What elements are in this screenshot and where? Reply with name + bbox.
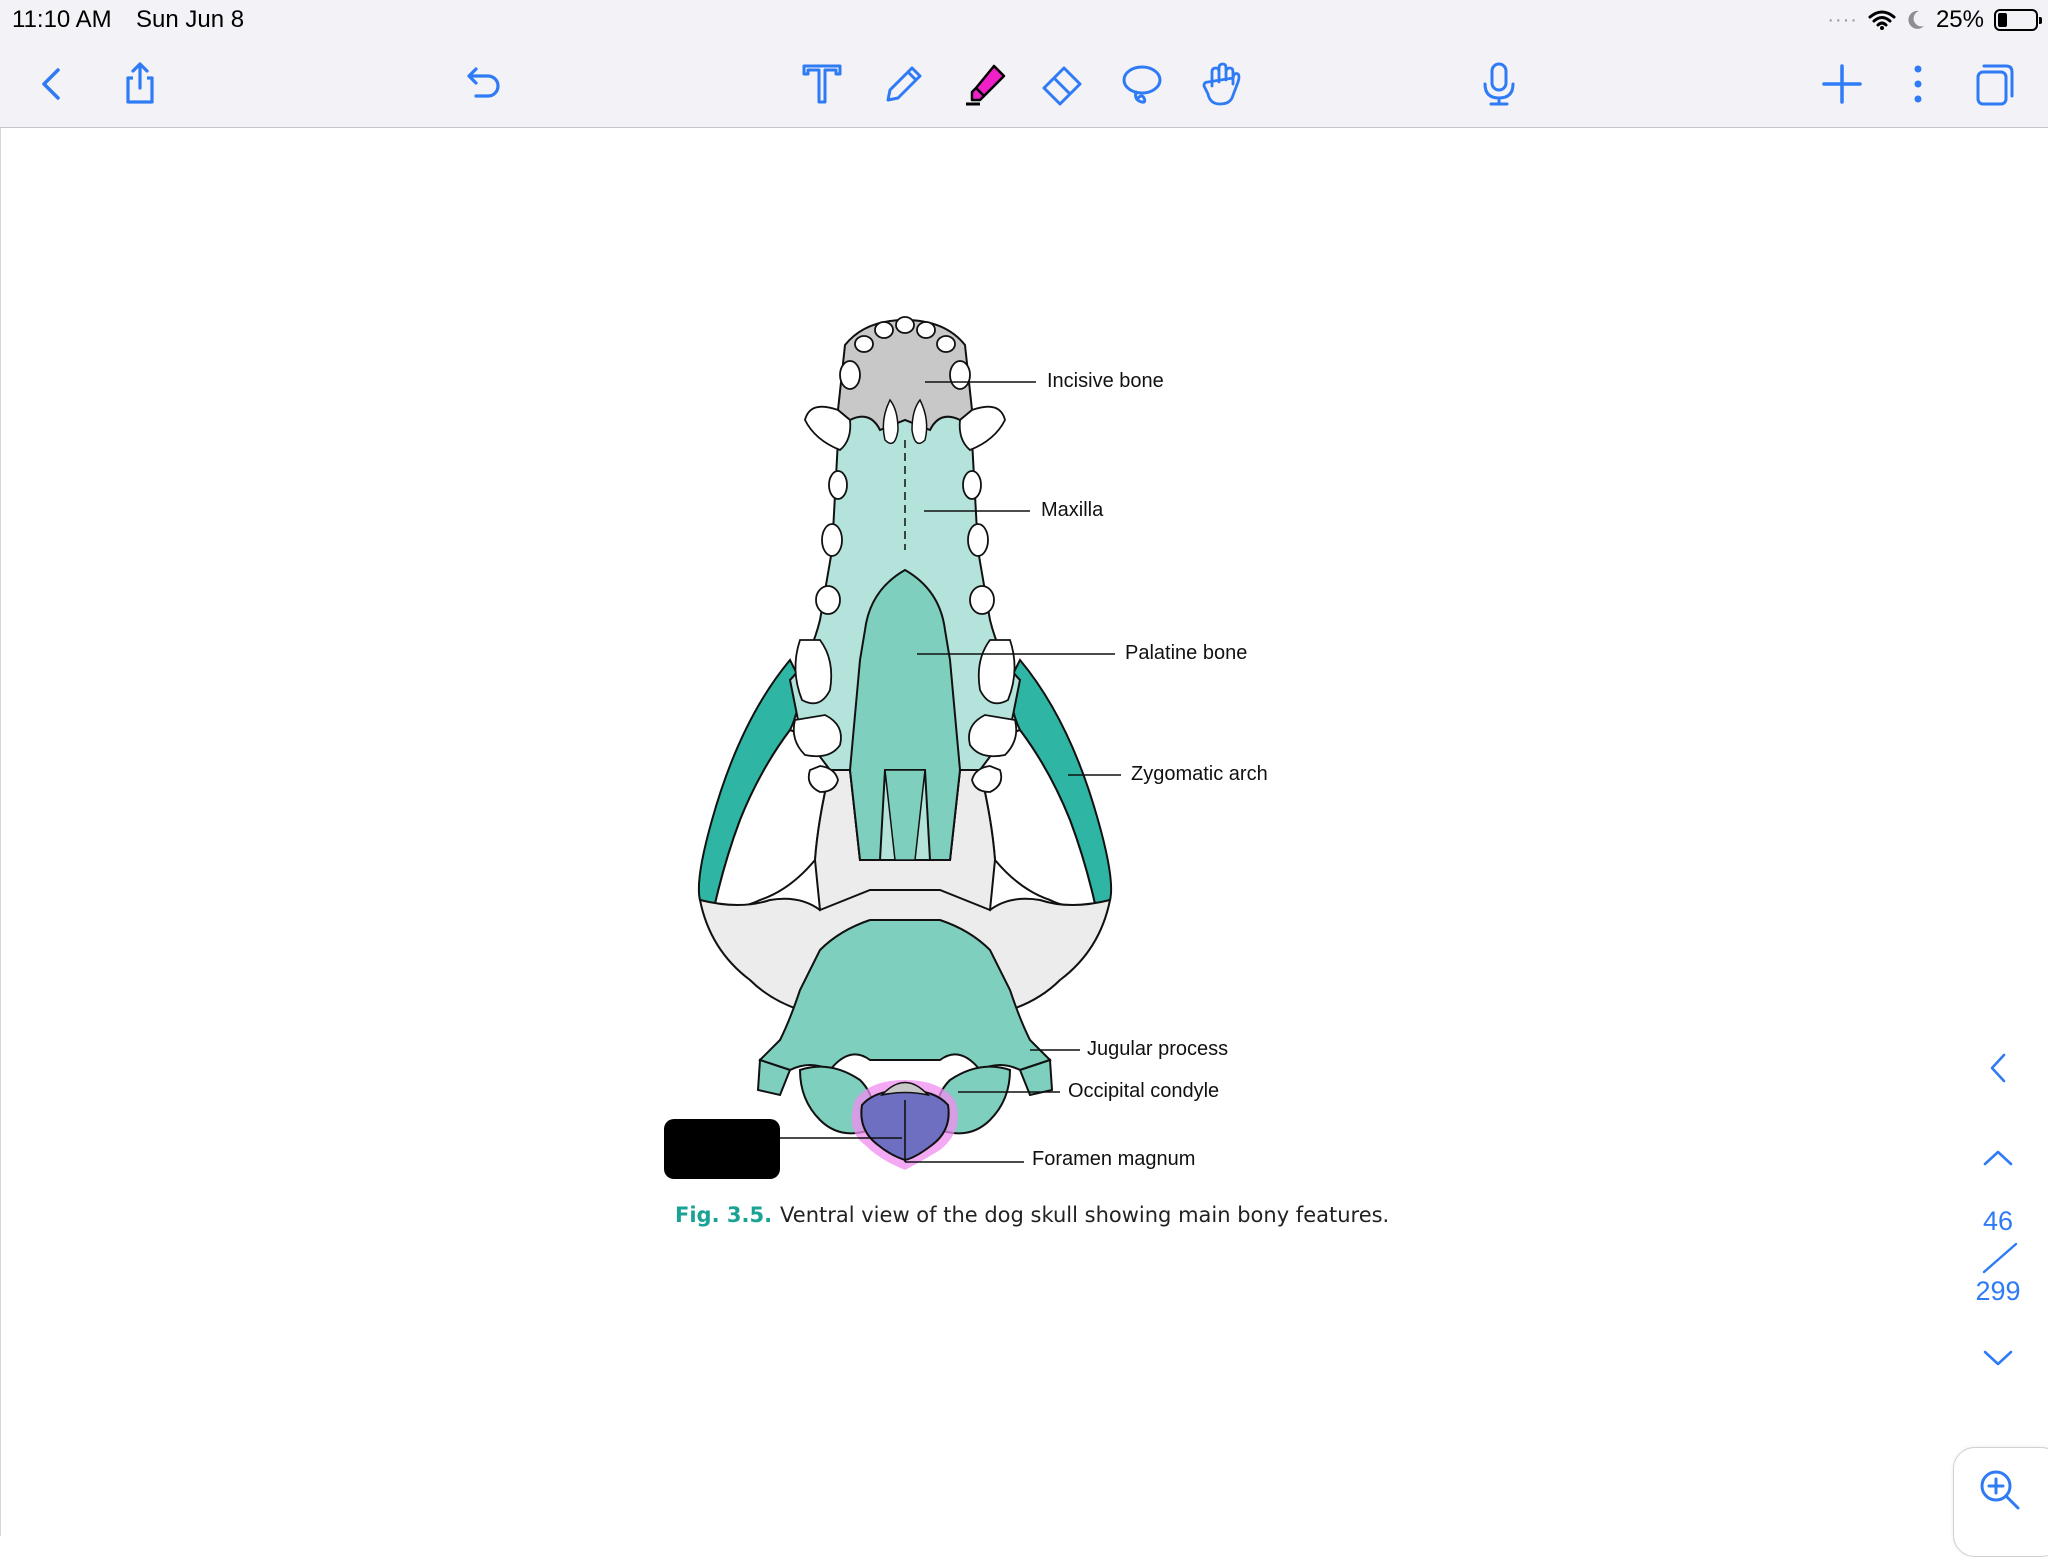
add-icon [1822,64,1862,104]
right-canine-tooth [958,405,1006,452]
figure-caption: Fig. 3.5. Ventral view of the dog skull s… [675,1203,1389,1227]
more-options-button[interactable] [1888,54,1948,114]
incisor-teeth [839,316,971,390]
label-palatine-bone: Palatine bone [1125,642,1248,664]
eraser-tool-button[interactable] [1032,54,1092,114]
pages-icon [1976,64,2014,106]
undo-icon [467,67,500,98]
right-palatine-fissure [911,398,928,445]
left-cheek-teeth [792,470,848,793]
lasso-icon [1122,65,1162,104]
battery-icon [1994,9,2042,31]
zoom-in-button[interactable] [1953,1447,2048,1557]
pen-icon [886,66,922,102]
chevron-down-icon [1983,1350,2013,1366]
lasso-tool-button[interactable] [1112,54,1172,114]
highlighter-icon [966,64,1006,106]
total-pages: 299 [1975,1276,2021,1306]
chevron-up-icon [1983,1150,2013,1166]
collapse-sidebar-button[interactable] [1970,1048,2026,1088]
pages-button[interactable] [1964,54,2024,114]
hand-icon [1202,62,1241,106]
status-bar: 11:10 AM Sun Jun 8 ···· 25% [0,0,2048,40]
label-occipital-condyle: Occipital condyle [1068,1080,1220,1102]
status-date: Sun Jun 8 [136,6,245,33]
figure-number: Fig. 3.5. [675,1203,773,1227]
cellular-signal-icon: ···· [1827,8,1858,31]
leader-lines [780,381,1121,1163]
label-foramen-magnum: Foramen magnum [1032,1148,1196,1170]
page-divider-slash [1982,1242,2018,1274]
left-palatine-fissure [882,398,899,445]
status-time: 11:10 AM [12,6,112,33]
text-tool-button[interactable] [792,54,852,114]
chevron-left-icon [1990,1053,2006,1083]
microphone-icon [1483,62,1515,106]
share-button[interactable] [110,54,170,114]
moon-icon [1908,10,1924,29]
highlighter-tool-button[interactable] [954,54,1014,114]
pen-tool-button[interactable] [874,54,934,114]
label-jugular-process: Jugular process [1087,1038,1229,1060]
undo-button[interactable] [452,54,512,114]
left-canine-tooth [804,405,852,452]
vomer [884,769,926,861]
hand-tool-button[interactable] [1192,54,1252,114]
label-zygomatic-arch: Zygomatic arch [1131,763,1268,785]
foramen-opening [879,1081,931,1097]
label-maxilla: Maxilla [1041,499,1104,521]
next-page-button[interactable] [1970,1338,2026,1378]
right-cheek-teeth [962,470,1018,793]
text-tool-icon [802,64,842,104]
back-icon [42,68,60,100]
left-jugular-process [756,1058,792,1097]
label-incisive-bone: Incisive bone [1047,370,1164,392]
status-indicators: ···· 25% [1827,4,2042,36]
microphone-button[interactable] [1469,54,1529,114]
current-page-number[interactable]: 46 [1982,1206,2014,1236]
zoom-in-icon [1980,1470,2020,1510]
previous-page-button[interactable] [1970,1138,2026,1178]
add-button[interactable] [1812,54,1872,114]
redaction-box[interactable] [664,1119,780,1179]
more-icon [1914,65,1922,103]
share-icon [126,62,154,104]
skull-figure [640,300,1360,1280]
battery-percentage: 25% [1935,6,1984,33]
eraser-icon [1042,66,1082,106]
figure-caption-text: Ventral view of the dog skull showing ma… [780,1203,1390,1227]
dog-skull-illustration [697,316,1121,1170]
wifi-icon [1868,10,1896,30]
toolbar [0,40,2048,128]
back-button[interactable] [22,54,82,114]
battery-level [1998,13,2007,27]
right-jugular-process [1018,1058,1054,1097]
